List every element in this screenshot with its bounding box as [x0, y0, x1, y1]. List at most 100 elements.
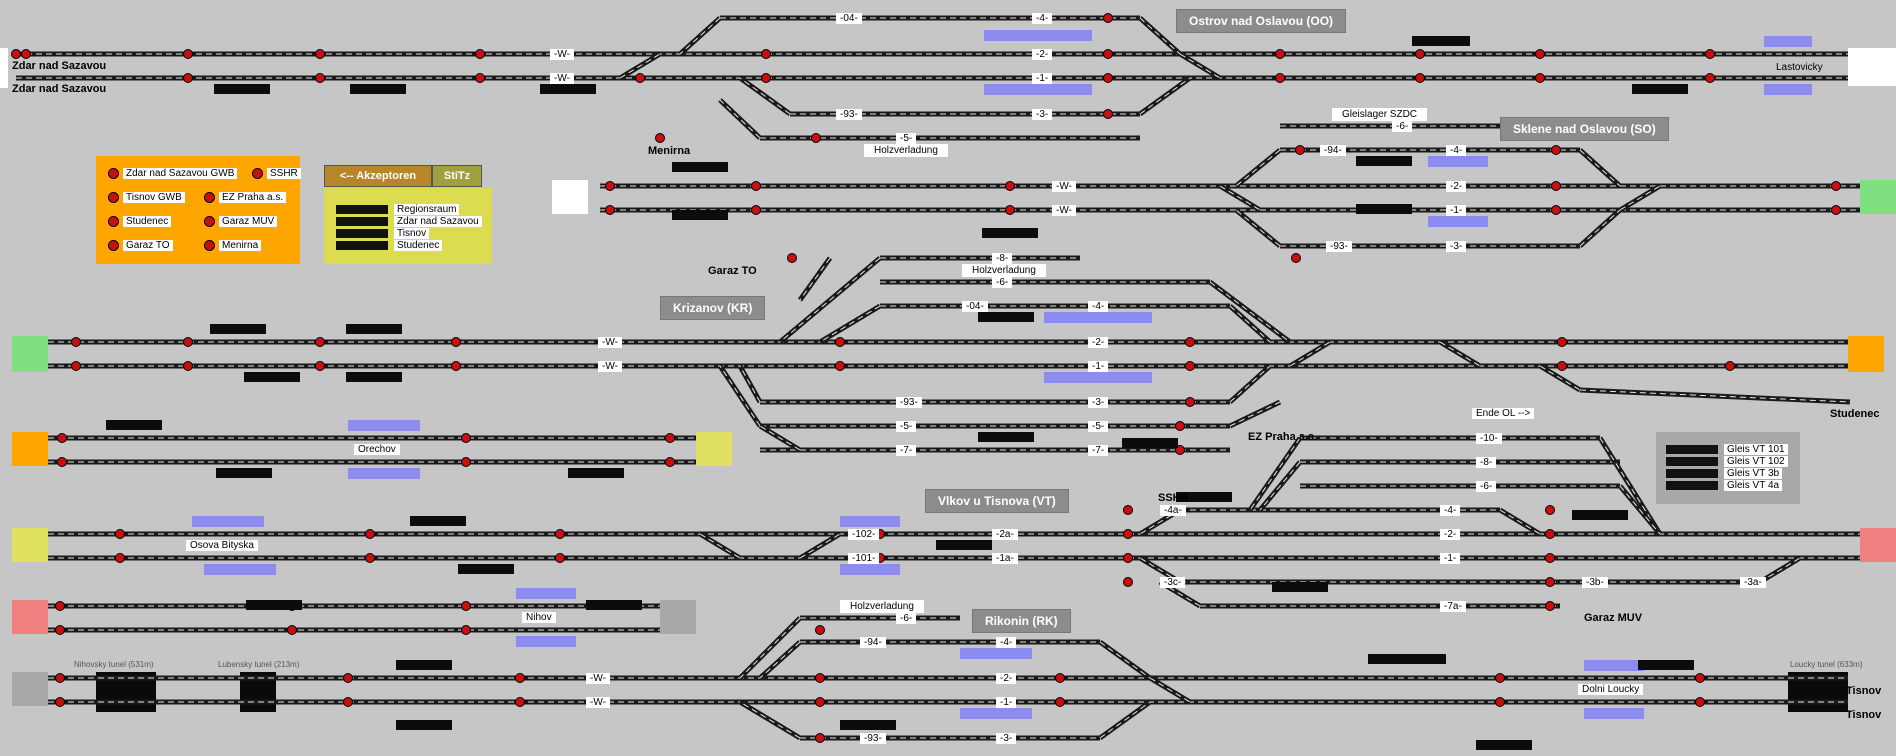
- counter-display[interactable]: [106, 420, 162, 430]
- legend-item[interactable]: Garaz TO: [108, 240, 173, 251]
- signal-icon[interactable]: [1055, 673, 1065, 683]
- signal-icon[interactable]: [1123, 529, 1133, 539]
- akzeptor-item[interactable]: Tisnov: [336, 228, 430, 239]
- gleis-item[interactable]: Gleis VT 102: [1666, 456, 1788, 467]
- signal-icon[interactable]: [605, 181, 615, 191]
- signal-icon[interactable]: [183, 73, 193, 83]
- signal-icon[interactable]: [815, 673, 825, 683]
- signal-icon[interactable]: [1551, 205, 1561, 215]
- signal-icon[interactable]: [605, 205, 615, 215]
- gleis-item[interactable]: Gleis VT 4a: [1666, 480, 1783, 491]
- signal-icon[interactable]: [1705, 49, 1715, 59]
- signal-icon[interactable]: [315, 49, 325, 59]
- signal-icon[interactable]: [451, 337, 461, 347]
- signal-icon[interactable]: [1831, 205, 1841, 215]
- signal-icon[interactable]: [815, 625, 825, 635]
- signal-icon[interactable]: [115, 529, 125, 539]
- counter-display[interactable]: [672, 162, 728, 172]
- counter-display[interactable]: [1176, 492, 1232, 502]
- akzeptoren-button[interactable]: <-- Akzeptoren: [324, 165, 432, 187]
- legend-item[interactable]: EZ Praha a.s.: [204, 192, 287, 203]
- signal-icon[interactable]: [461, 457, 471, 467]
- signal-icon[interactable]: [751, 205, 761, 215]
- counter-display[interactable]: [246, 600, 302, 610]
- signal-icon[interactable]: [1295, 145, 1305, 155]
- signal-icon[interactable]: [475, 73, 485, 83]
- signal-icon[interactable]: [835, 361, 845, 371]
- signal-icon[interactable]: [761, 49, 771, 59]
- signal-icon[interactable]: [1123, 577, 1133, 587]
- signal-icon[interactable]: [1551, 181, 1561, 191]
- signal-icon[interactable]: [1275, 73, 1285, 83]
- signal-icon[interactable]: [787, 253, 797, 263]
- line-end[interactable]: [12, 672, 48, 706]
- counter-display[interactable]: [1632, 84, 1688, 94]
- signal-icon[interactable]: [55, 601, 65, 611]
- station-title-rk[interactable]: Rikonin (RK): [972, 609, 1071, 633]
- signal-icon[interactable]: [1103, 13, 1113, 23]
- signal-icon[interactable]: [1415, 73, 1425, 83]
- gleis-item[interactable]: Gleis VT 3b: [1666, 468, 1783, 479]
- line-end[interactable]: [12, 432, 48, 466]
- counter-display[interactable]: [586, 600, 642, 610]
- signal-icon[interactable]: [815, 733, 825, 743]
- signal-icon[interactable]: [1495, 697, 1505, 707]
- signal-icon[interactable]: [1557, 337, 1567, 347]
- signal-icon[interactable]: [343, 673, 353, 683]
- signal-icon[interactable]: [1005, 205, 1015, 215]
- counter-display[interactable]: [540, 84, 596, 94]
- line-end[interactable]: [1848, 48, 1896, 86]
- counter-display[interactable]: [936, 540, 992, 550]
- signal-icon[interactable]: [451, 361, 461, 371]
- counter-display[interactable]: [568, 468, 624, 478]
- signal-icon[interactable]: [1545, 601, 1555, 611]
- signal-icon[interactable]: [811, 133, 821, 143]
- counter-display[interactable]: [978, 432, 1034, 442]
- signal-icon[interactable]: [1695, 673, 1705, 683]
- line-end[interactable]: [660, 600, 696, 634]
- counter-display[interactable]: [1390, 654, 1446, 664]
- signal-icon[interactable]: [1123, 553, 1133, 563]
- akzeptor-item[interactable]: Zdar nad Sazavou: [336, 216, 482, 227]
- signal-icon[interactable]: [365, 529, 375, 539]
- line-end[interactable]: [1860, 528, 1896, 562]
- signal-icon[interactable]: [461, 625, 471, 635]
- signal-icon[interactable]: [835, 337, 845, 347]
- counter-display[interactable]: [214, 84, 270, 94]
- signal-icon[interactable]: [555, 553, 565, 563]
- legend-item[interactable]: Garaz MUV: [204, 216, 278, 227]
- line-end[interactable]: [552, 180, 588, 214]
- line-end[interactable]: [12, 528, 48, 562]
- signal-icon[interactable]: [1545, 505, 1555, 515]
- signal-icon[interactable]: [761, 73, 771, 83]
- signal-icon[interactable]: [315, 337, 325, 347]
- signal-icon[interactable]: [1545, 529, 1555, 539]
- counter-display[interactable]: [1122, 438, 1178, 448]
- signal-icon[interactable]: [1545, 553, 1555, 563]
- counter-display[interactable]: [396, 660, 452, 670]
- line-end[interactable]: [12, 600, 48, 634]
- signal-icon[interactable]: [475, 49, 485, 59]
- signal-icon[interactable]: [1103, 109, 1113, 119]
- signal-icon[interactable]: [1557, 361, 1567, 371]
- signal-icon[interactable]: [1055, 697, 1065, 707]
- counter-display[interactable]: [1476, 740, 1532, 750]
- signal-icon[interactable]: [1495, 673, 1505, 683]
- legend-item[interactable]: Tisnov GWB: [108, 192, 185, 203]
- signal-icon[interactable]: [71, 337, 81, 347]
- counter-display[interactable]: [1638, 660, 1694, 670]
- counter-display[interactable]: [1572, 510, 1628, 520]
- counter-display[interactable]: [210, 324, 266, 334]
- legend-item[interactable]: Studenec: [108, 216, 172, 227]
- signal-icon[interactable]: [1535, 49, 1545, 59]
- counter-display[interactable]: [840, 720, 896, 730]
- signal-icon[interactable]: [1185, 397, 1195, 407]
- stitz-button[interactable]: StiTz: [432, 165, 482, 187]
- signal-icon[interactable]: [461, 601, 471, 611]
- signal-icon[interactable]: [11, 49, 21, 59]
- signal-icon[interactable]: [665, 457, 675, 467]
- signal-icon[interactable]: [55, 673, 65, 683]
- signal-icon[interactable]: [635, 73, 645, 83]
- counter-display[interactable]: [410, 516, 466, 526]
- signal-icon[interactable]: [57, 433, 67, 443]
